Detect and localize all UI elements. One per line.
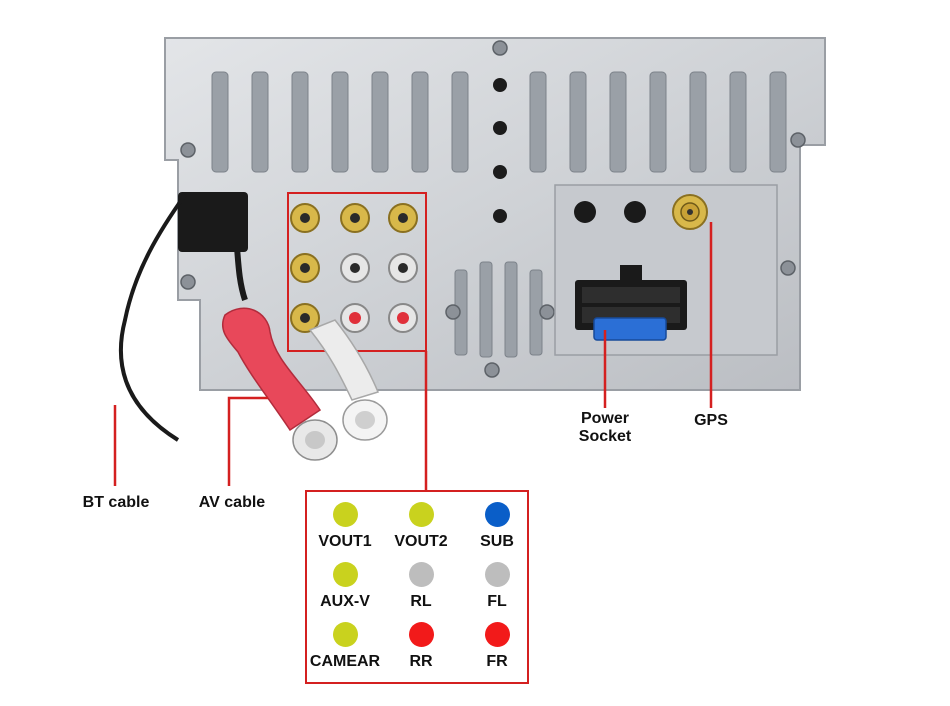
center-holes [493, 78, 507, 223]
legend-label-vout1: VOUT1 [318, 533, 372, 550]
legend-item-rl: RL [376, 562, 466, 611]
av-cable [221, 307, 388, 461]
legend-dot-vout1 [332, 502, 358, 527]
legend-label-vout2: VOUT2 [394, 533, 448, 550]
bt-cable-label: BT cable [82, 494, 150, 511]
heatsink-slots [211, 71, 787, 173]
rca-fl-jack [388, 253, 418, 283]
callout-lines [113, 222, 713, 491]
legend-dot-rl [408, 562, 434, 587]
legend-label-rr: RR [409, 653, 433, 670]
legend-item-vout1: VOUT1 [300, 502, 390, 551]
av-cable-label: AV cable [198, 494, 266, 511]
legend-dot-fl [484, 562, 510, 587]
legend-dot-vout2 [408, 502, 434, 527]
legend-label-aux-v: AUX-V [320, 593, 370, 610]
legend-item-vout2: VOUT2 [376, 502, 466, 551]
power-socket-label-line2: Socket [578, 428, 632, 445]
screws [180, 40, 806, 378]
legend-item-fl: FL [452, 562, 542, 611]
power-socket-label: Power Socket [562, 410, 648, 446]
legend-label-camear: CAMEAR [309, 653, 381, 670]
rca-camear-jack [290, 303, 320, 333]
rca-vout1-jack [290, 203, 320, 233]
rca-fr-jack [388, 303, 418, 333]
rca-rr-jack [340, 303, 370, 333]
legend-dot-rr [408, 622, 434, 647]
legend-label-sub: SUB [480, 533, 514, 550]
legend-item-rr: RR [376, 622, 466, 671]
gps-connector [672, 194, 708, 230]
power-connector [575, 265, 687, 341]
gps-label: GPS [694, 412, 728, 429]
av-cable-callout-line [227, 396, 268, 486]
legend-dot-sub [484, 502, 510, 527]
lower-slots [454, 261, 543, 358]
legend-item-sub: SUB [452, 502, 542, 551]
legend-label-rl: RL [410, 593, 432, 610]
legend-label-fl: FL [487, 593, 507, 610]
rca-panel [287, 192, 427, 352]
port-hole-right [624, 201, 646, 223]
legend-label-fr: FR [486, 653, 508, 670]
color-legend: VOUT1 VOUT2 SUB AUX-V RL FL CAMEAR RR FR [305, 490, 529, 684]
rca-vout2-jack [340, 203, 370, 233]
legend-item-camear: CAMEAR [300, 622, 390, 671]
legend-item-aux-v: AUX-V [300, 562, 390, 611]
rca-sub-jack [388, 203, 418, 233]
power-socket-label-line1: Power [580, 410, 629, 427]
legend-dot-camear [332, 622, 358, 647]
bt-cable [118, 192, 248, 442]
rca-aux-v-jack [290, 253, 320, 283]
legend-dot-fr [484, 622, 510, 647]
rca-rl-jack [340, 253, 370, 283]
legend-dot-aux-v [332, 562, 358, 587]
legend-item-fr: FR [452, 622, 542, 671]
port-hole-left [574, 201, 596, 223]
